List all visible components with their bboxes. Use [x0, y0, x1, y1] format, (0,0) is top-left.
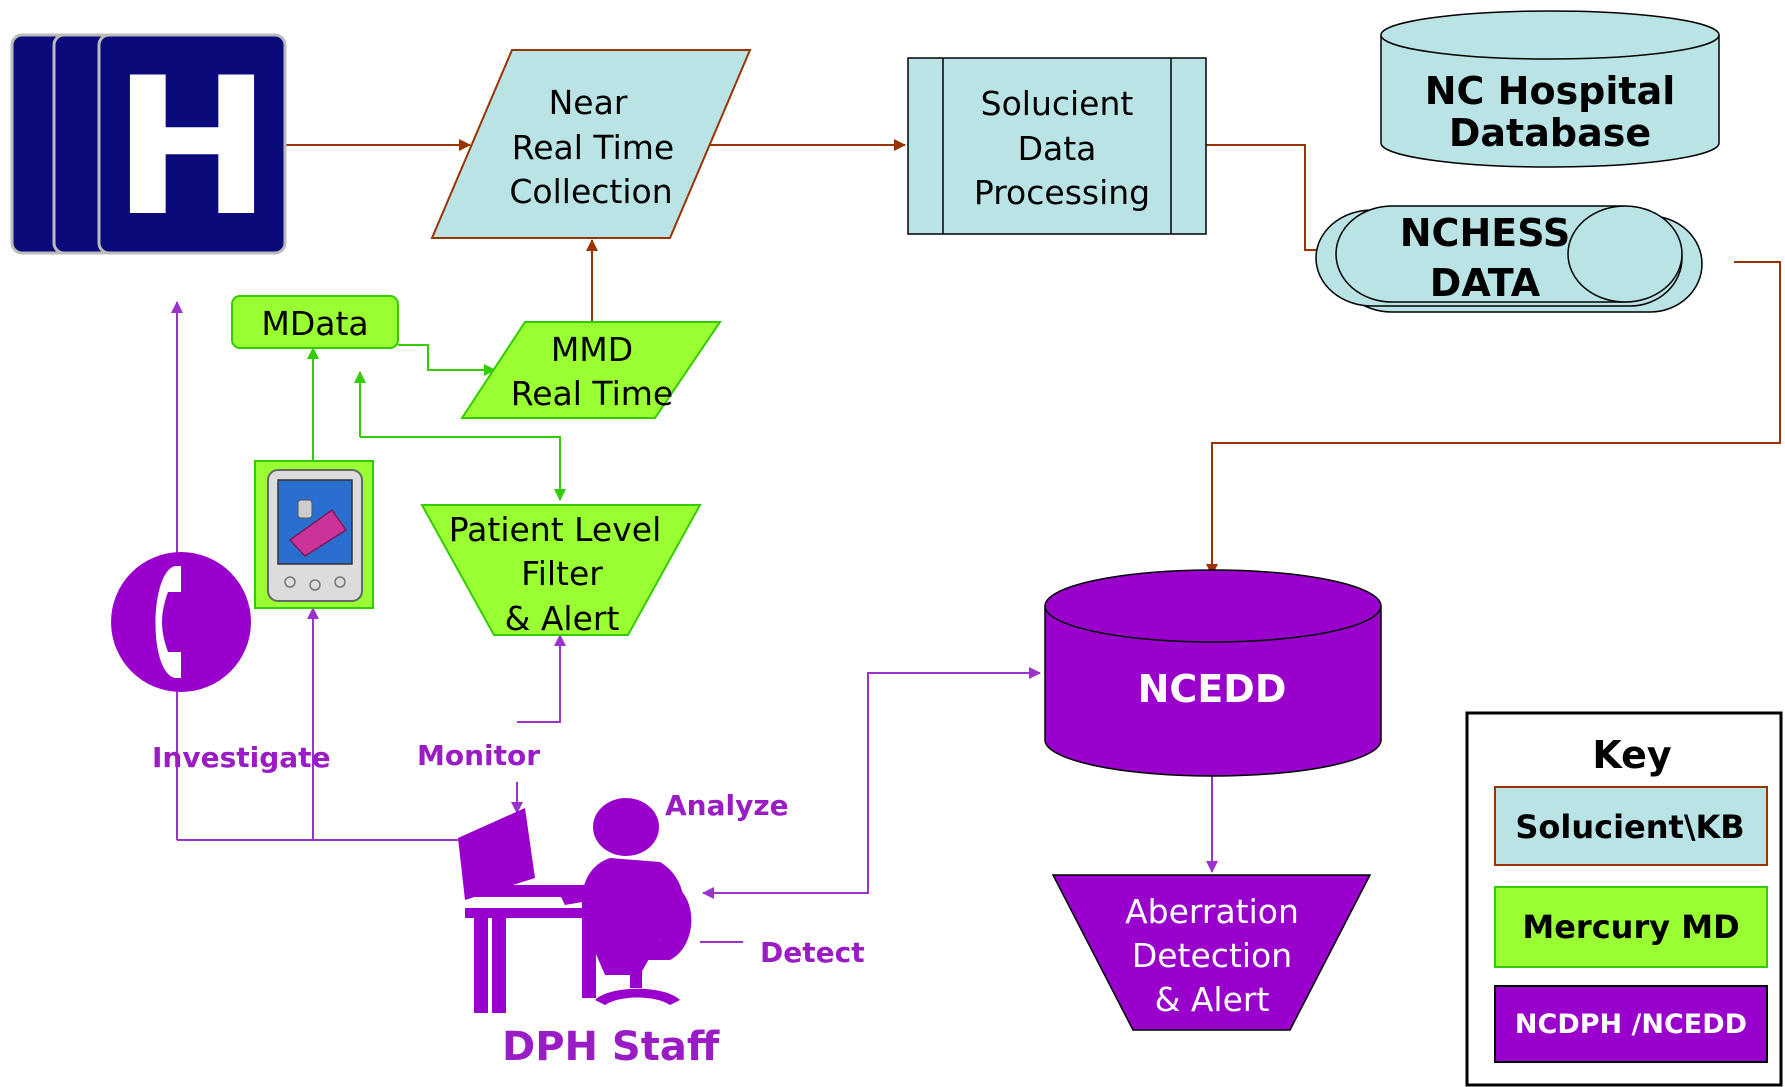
- analyze-label: Analyze: [665, 789, 789, 822]
- filter-line-1: Patient Level: [449, 510, 662, 549]
- nchess-data-node: NCHESS DATA: [1315, 205, 1703, 313]
- nc-hospital-line-2: Database: [1449, 111, 1651, 155]
- near-real-time-collection-node: Near Real Time Collection: [430, 49, 752, 239]
- aberration-line-1: Aberration: [1125, 892, 1299, 931]
- legend-item-solucient: Solucient\KB: [1515, 808, 1744, 846]
- mdata-node: MData: [231, 295, 399, 349]
- filter-line-2: Filter: [521, 554, 603, 593]
- hospital-sign-icon: H: [10, 33, 287, 258]
- legend-title: Key: [1592, 733, 1672, 777]
- phone-icon: [111, 552, 251, 692]
- ncedd-node: NCEDD: [1044, 569, 1382, 777]
- mmd-real-time-node: MMD Real Time: [460, 321, 722, 419]
- nc-hospital-line-1: NC Hospital: [1425, 69, 1676, 113]
- collection-line-1: Near: [549, 83, 628, 122]
- mmd-line-1: MMD: [551, 330, 633, 369]
- legend-swatch-mercury: [1494, 886, 1768, 968]
- investigate-label: Investigate: [152, 741, 331, 774]
- processing-line-3: Processing: [974, 173, 1150, 212]
- legend-item-mercury: Mercury MD: [1522, 908, 1739, 946]
- aberration-line-2: Detection: [1132, 936, 1292, 975]
- action-labels: Investigate Monitor Analyze Detect DPH S…: [152, 739, 865, 1070]
- nc-hospital-database-node: NC Hospital Database: [1380, 10, 1720, 168]
- pda-device-icon: [254, 460, 374, 609]
- detect-label: Detect: [760, 936, 865, 969]
- legend-swatch-ncdph: [1494, 985, 1768, 1063]
- nchess-line-2: DATA: [1430, 261, 1541, 305]
- nchess-line-1: NCHESS: [1400, 211, 1570, 255]
- staff-at-computer-icon: [458, 798, 692, 1013]
- arrow-staff-to-ncedd: [703, 667, 1041, 894]
- collection-line-2: Real Time: [512, 128, 674, 167]
- hospital-letter: H: [112, 37, 271, 258]
- mdata-label: MData: [261, 304, 368, 343]
- ncedd-label: NCEDD: [1138, 667, 1287, 711]
- filter-line-3: & Alert: [505, 599, 620, 638]
- solucient-processing-node: Solucient Data Processing: [907, 57, 1207, 235]
- arrow-mdata-to-mmd: [398, 344, 496, 376]
- aberration-line-3: & Alert: [1155, 980, 1270, 1019]
- aberration-node: Aberration Detection & Alert: [1051, 874, 1372, 1031]
- processing-line-2: Data: [1018, 129, 1097, 168]
- collection-line-3: Collection: [509, 172, 672, 211]
- mmd-line-2: Real Time: [511, 374, 673, 413]
- connectors: [171, 139, 1781, 943]
- processing-line-1: Solucient: [981, 84, 1134, 123]
- dph-staff-label: DPH Staff: [502, 1024, 720, 1070]
- patient-filter-node: Patient Level Filter & Alert: [420, 504, 702, 638]
- legend: Key Solucient\KB Mercury MD NCDPH /NCEDD: [1465, 711, 1783, 1087]
- arrow-processing-to-nchess: [1205, 144, 1336, 251]
- arrow-to-filter: [360, 436, 566, 501]
- legend-swatch-solucient: [1494, 786, 1768, 866]
- monitor-label: Monitor: [417, 739, 540, 772]
- legend-item-ncdph: NCDPH /NCEDD: [1515, 1009, 1747, 1040]
- arrow-monitor-to-filter: [517, 634, 566, 723]
- arrow-nchess-to-ncedd: [1206, 261, 1781, 576]
